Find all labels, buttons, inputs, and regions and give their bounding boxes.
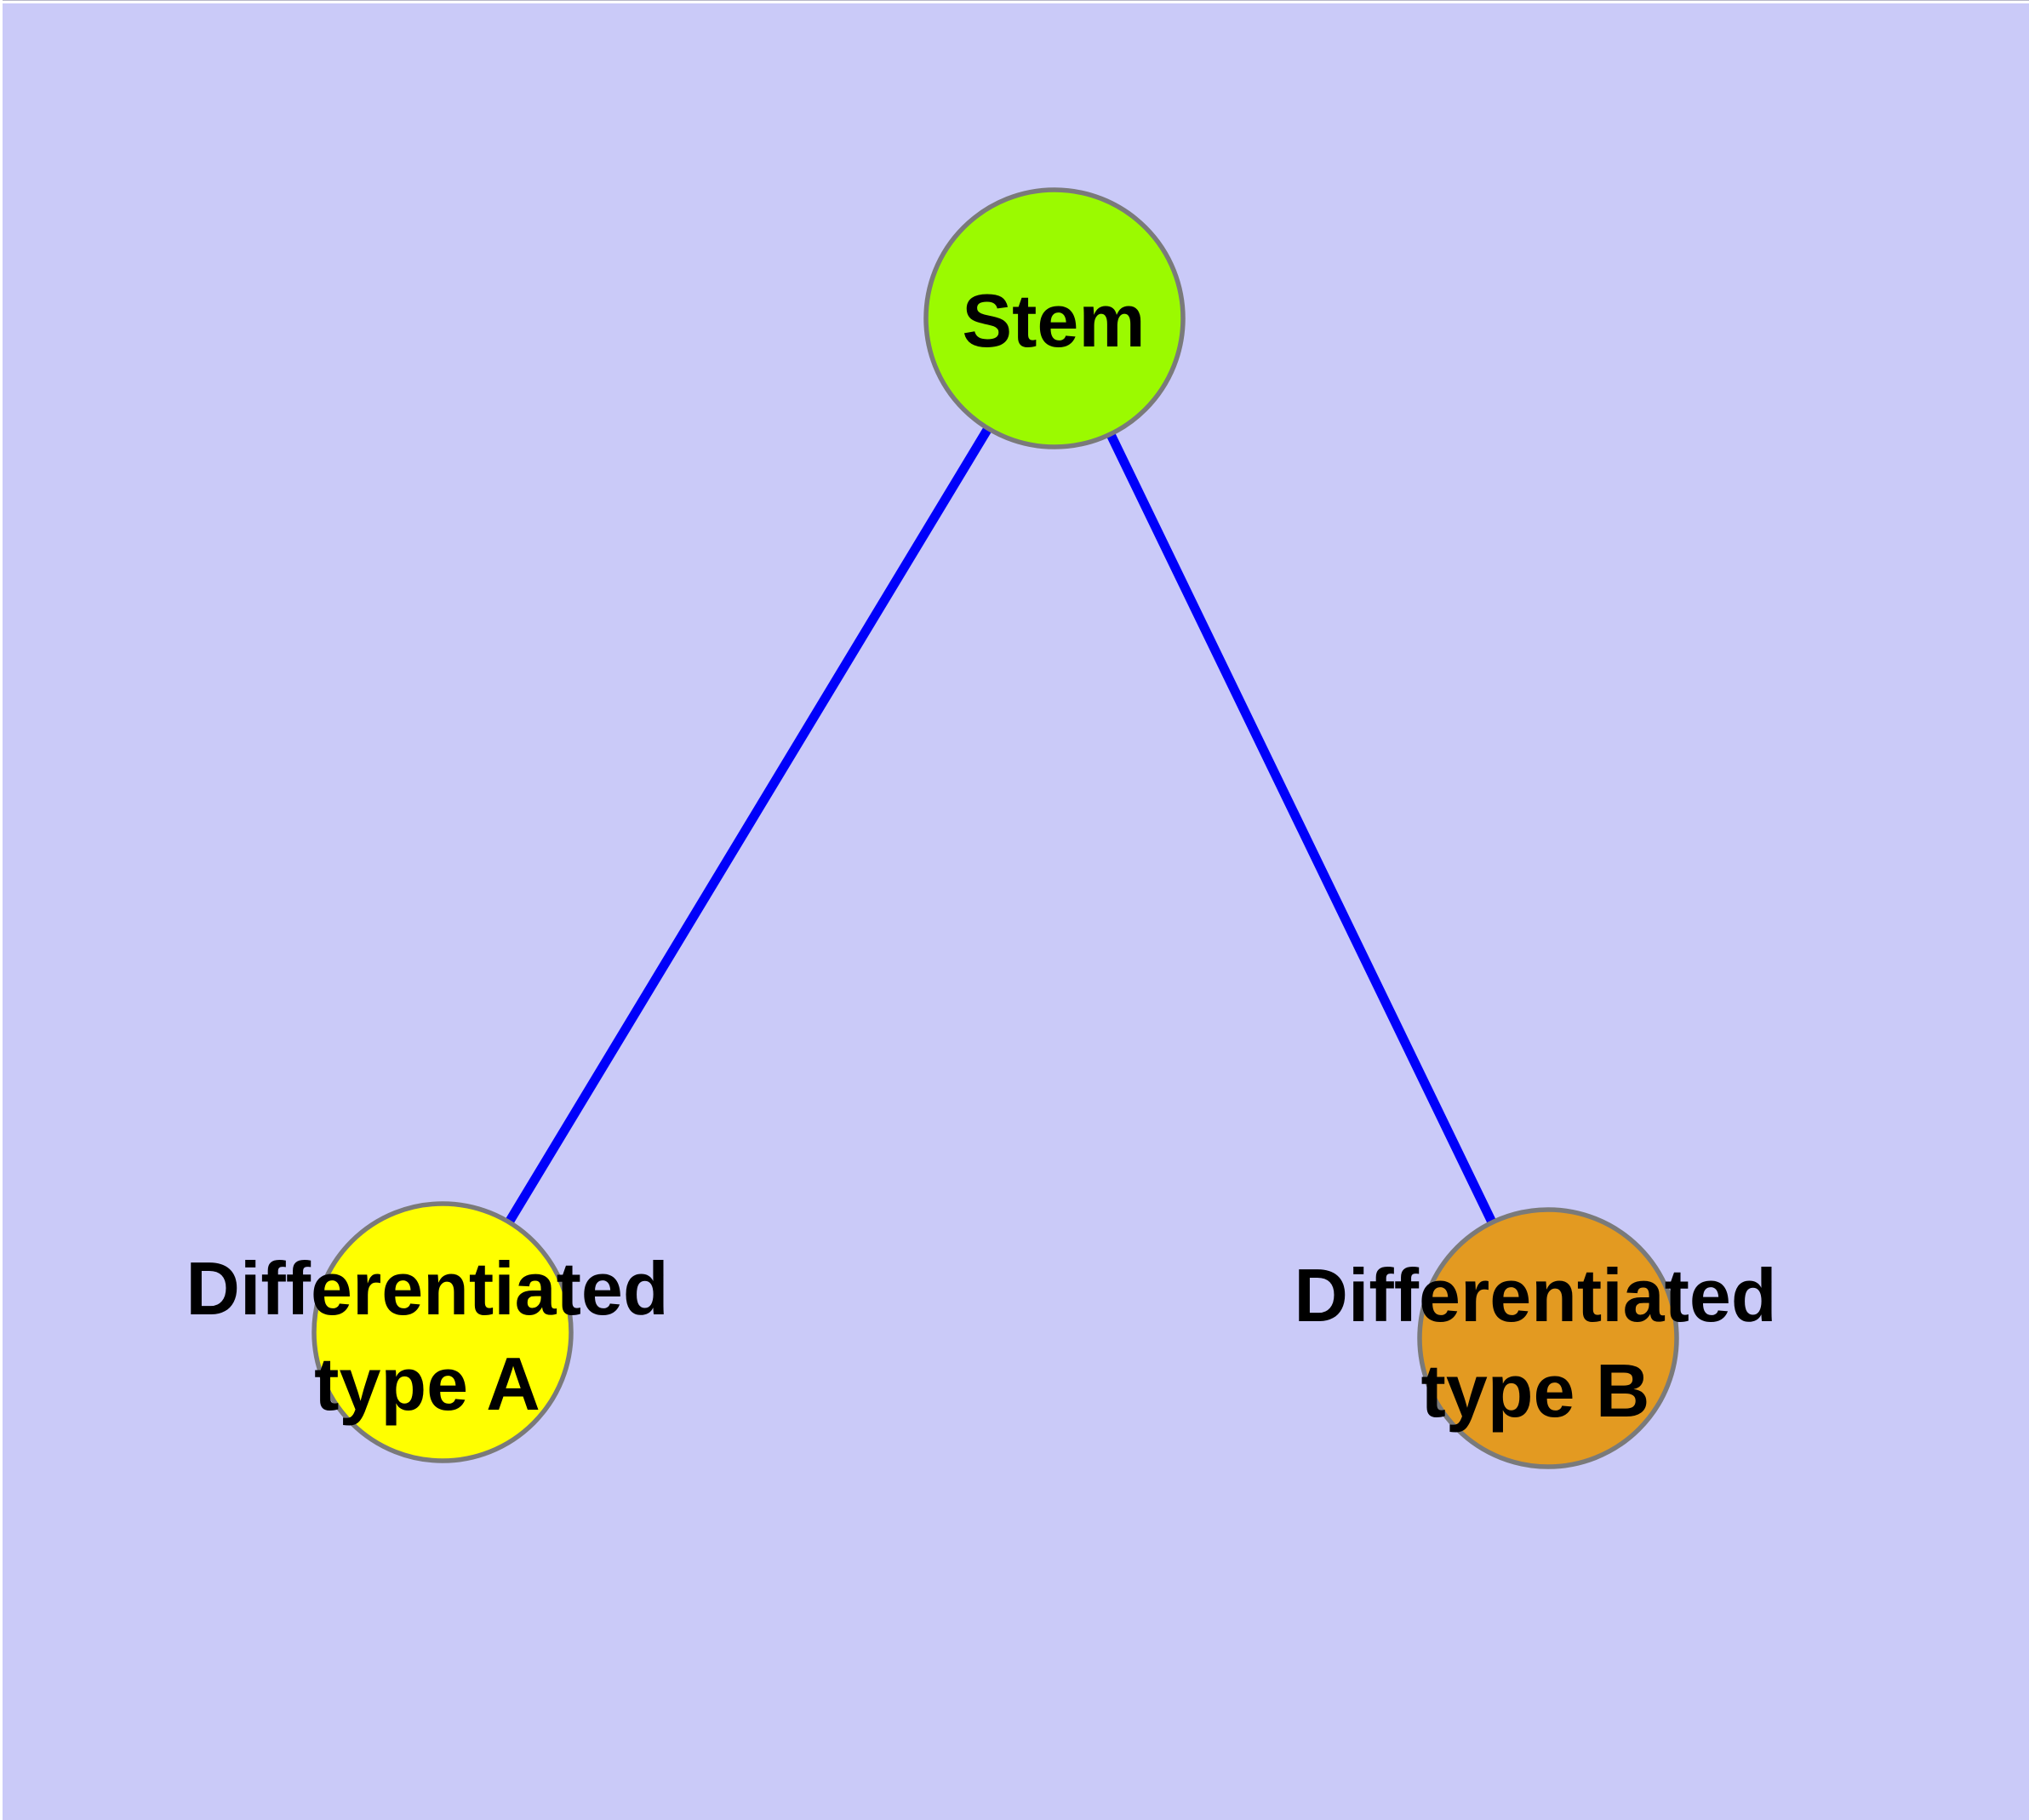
node-type-a-label-line2: type A: [314, 1342, 540, 1426]
edge-stem-to-type-a: [438, 316, 1059, 1335]
edge-stem-to-type-b: [1050, 316, 1552, 1341]
node-type-b-label-line1: Differentiated: [1294, 1253, 1777, 1337]
node-type-b-label-line2: type B: [1420, 1348, 1650, 1433]
node-stem-label: Stem: [962, 278, 1146, 363]
node-type-b-circle[interactable]: [1417, 1207, 1679, 1469]
canvas-top-margin: [0, 0, 2029, 3]
node-type-b-label: Differentiated type B: [1294, 1248, 1776, 1439]
node-type-a-label-line1: Differentiated: [186, 1246, 669, 1331]
canvas-left-margin: [0, 0, 3, 1820]
node-stem-circle[interactable]: [923, 187, 1186, 449]
node-type-a-circle[interactable]: [311, 1201, 574, 1463]
node-type-a-label: Differentiated type A: [186, 1241, 668, 1432]
